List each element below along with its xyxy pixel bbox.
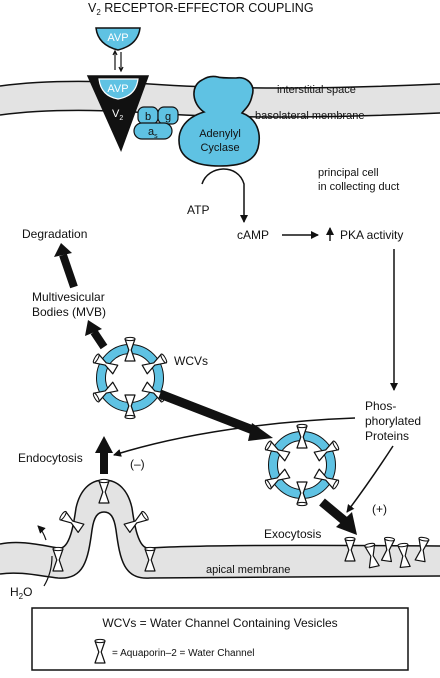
water-flow-upper-arrow xyxy=(37,525,47,541)
vesicle-to-mvb-head xyxy=(85,320,102,336)
phospho-to-exocytosis-arrow xyxy=(346,445,394,513)
atp-label: ATP xyxy=(187,203,209,217)
vesicle-translocation-shaft xyxy=(158,389,260,437)
g-alpha-label: as xyxy=(148,126,158,140)
avp-ligand: AVP xyxy=(95,27,141,51)
water-channel-vesicle-upper xyxy=(91,336,169,420)
camp-label: cAMP xyxy=(237,228,269,242)
principal-cell-label-2: in collecting duct xyxy=(318,181,399,193)
phospho-label-2: phorylated xyxy=(365,414,421,428)
g-beta-label: b xyxy=(145,111,151,123)
diagram-title: V2 RECEPTOR-EFFECTOR COUPLING xyxy=(88,1,314,17)
h2o-label: H2O xyxy=(10,585,32,601)
principal-cell-label-1: principal cell xyxy=(318,167,379,179)
interstitial-space-label: interstitial space xyxy=(277,84,356,96)
adenylyl-label-1: Adenylyl xyxy=(199,128,241,140)
vesicle-translocation-head xyxy=(248,423,273,441)
avp-bound-label: AVP xyxy=(107,83,128,95)
legend-wcvs-definition: WCVs = Water Channel Containing Vesicles xyxy=(102,616,337,630)
water-flow-lower xyxy=(43,555,53,587)
adenylyl-cyclase: Adenylyl Cyclase xyxy=(178,75,260,167)
adenylyl-label-2: Cyclase xyxy=(200,142,239,154)
minus-sign-label: (–) xyxy=(130,457,145,471)
endocytosis-head xyxy=(95,436,113,453)
exocytosis-shaft xyxy=(319,498,349,526)
degradation-label: Degradation xyxy=(22,227,87,241)
phospho-label-1: Phos- xyxy=(365,399,396,413)
legend-aquaporin-definition: = Aquaporin–2 = Water Channel xyxy=(112,648,255,659)
mvb-label-2: Bodies (MVB) xyxy=(32,305,106,319)
water-channel-vesicle-lower xyxy=(263,423,341,507)
exocytosis-label: Exocytosis xyxy=(264,527,321,541)
legend-box xyxy=(31,607,409,671)
plus-sign-label: (+) xyxy=(372,502,387,516)
endocytosis-label: Endocytosis xyxy=(18,451,83,465)
v2-receptor: AVP V2 xyxy=(86,75,150,152)
basolateral-membrane-label: basolateral membrane xyxy=(255,110,364,122)
phospho-to-endocytosis-arrow xyxy=(113,417,356,457)
vesicle-to-mvb-shaft xyxy=(90,329,108,350)
pka-label: PKA activity xyxy=(340,228,403,242)
apical-membrane-label: apical membrane xyxy=(206,564,290,576)
atp-to-camp-arrow xyxy=(201,168,248,223)
wcvs-label: WCVs xyxy=(174,354,208,368)
v2-label: V2 xyxy=(112,108,123,122)
mvb-label-1: Multivesicular xyxy=(32,290,105,304)
g-gamma-label: g xyxy=(165,111,171,123)
g-protein-complex: b g as xyxy=(133,106,179,140)
phospho-label-3: Proteins xyxy=(365,429,409,443)
equilibrium-arrows xyxy=(112,49,124,73)
mvb-to-degradation-head xyxy=(54,243,72,257)
exocytosis-head xyxy=(336,512,357,535)
avp-top-label: AVP xyxy=(107,32,128,44)
mvb-to-degradation-shaft xyxy=(59,253,78,289)
